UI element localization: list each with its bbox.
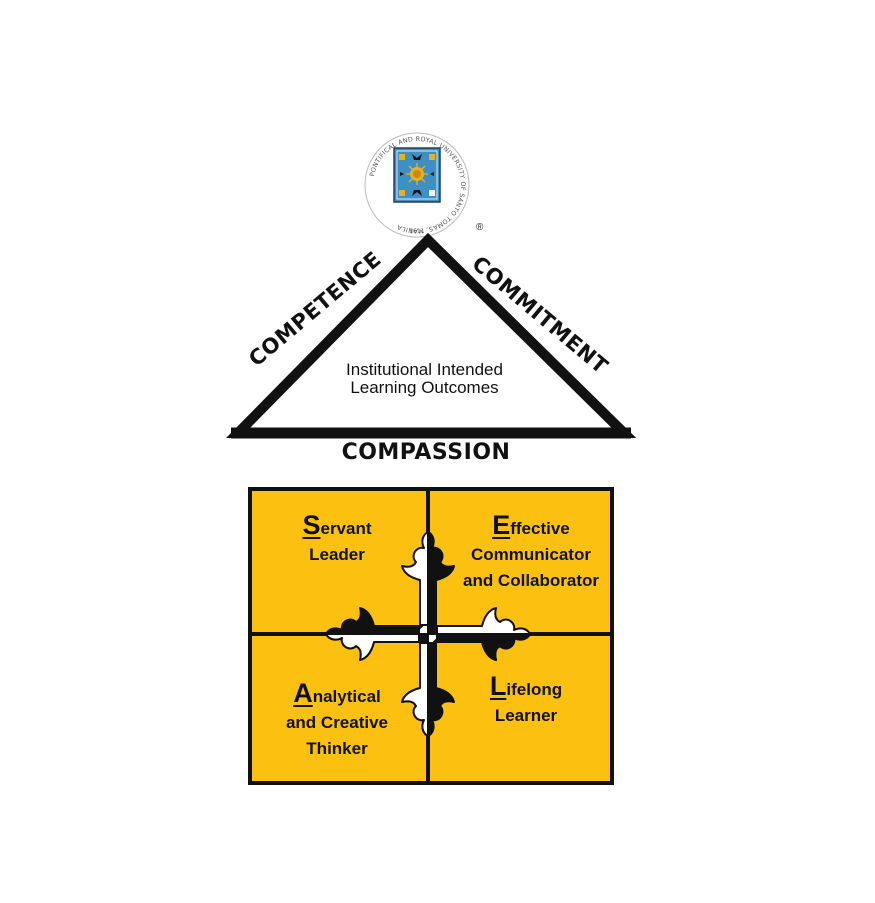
quadrant-servant-bg — [252, 491, 427, 634]
effective-line3: and Collaborator — [462, 571, 599, 590]
lifelong-initial: L — [489, 671, 507, 701]
quadrant-effective-bg — [427, 491, 611, 634]
fleur-cross-icon — [325, 531, 531, 737]
servant-line2: Leader — [309, 545, 365, 564]
ust-seal-logo: PONTIFICAL AND ROYAL UNIVERSITY OF SANTO… — [364, 132, 470, 238]
lifelong-rest: ifelong — [506, 680, 563, 699]
quadrant-lifelong-learner: Lifelong Learner — [446, 673, 606, 729]
quadrant-analytical-thinker: Analytical and Creative Thinker — [262, 680, 412, 762]
analytical-rest: nalytical — [312, 687, 381, 706]
analytical-initial: A — [293, 678, 313, 708]
triangle-title: Institutional Intended Learning Outcomes — [322, 361, 527, 397]
servant-initial: S — [302, 510, 321, 540]
shield-icon — [393, 147, 441, 203]
triangle-title-line1: Institutional Intended — [346, 360, 503, 379]
analytical-line2: and Creative — [285, 713, 389, 732]
triangle-title-line2: Learning Outcomes — [350, 378, 499, 397]
label-compassion: COMPASSION — [341, 440, 511, 465]
quadrant-effective-communicator: Effective Communicator and Collaborator — [446, 512, 616, 594]
quadrant-analytical-bg — [252, 634, 427, 782]
seal-year: 1611 — [409, 228, 424, 235]
effective-line2: Communicator — [471, 545, 591, 564]
effective-initial: E — [492, 510, 511, 540]
quadrant-servant-leader: Servant Leader — [262, 512, 412, 568]
registered-mark: ® — [476, 222, 484, 233]
quadrant-lifelong-bg — [427, 634, 611, 782]
lifelong-line2: Learner — [494, 706, 558, 725]
analytical-line3: Thinker — [306, 739, 368, 758]
effective-rest: ffective — [510, 519, 570, 538]
servant-rest: ervant — [320, 519, 372, 538]
